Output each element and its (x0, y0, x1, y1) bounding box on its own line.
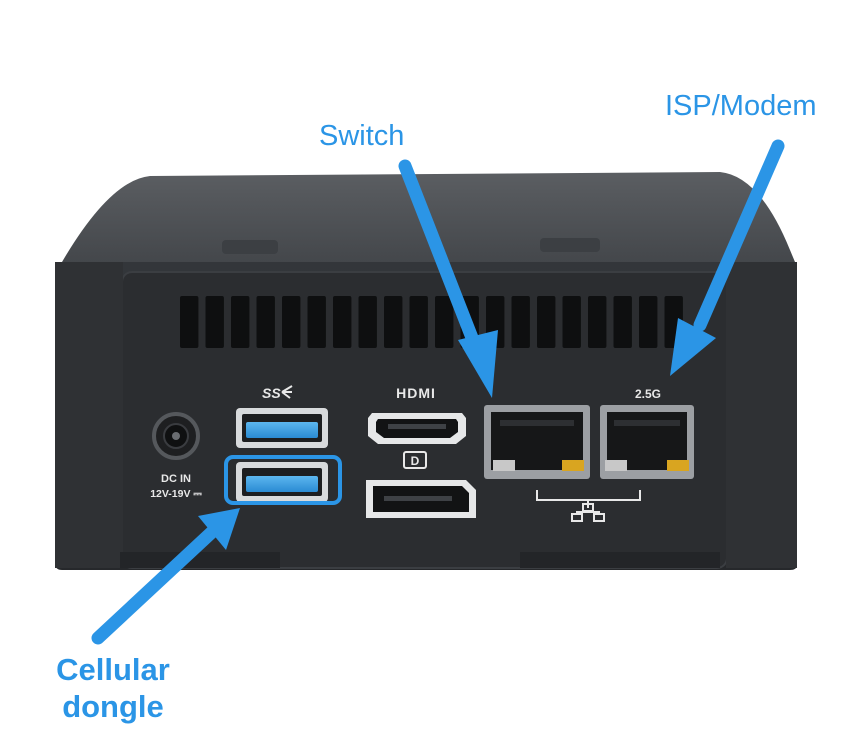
bottom-foot-right (520, 552, 720, 568)
top-bump-right (540, 238, 600, 252)
svg-text:D: D (411, 454, 420, 468)
vent-slot (307, 296, 326, 348)
vent-slot (180, 296, 199, 348)
vent-slot (562, 296, 581, 348)
vent-slot (231, 296, 250, 348)
vent-slot (333, 296, 352, 348)
right-side (726, 262, 797, 568)
displayport-logo: D (403, 451, 427, 469)
vent-slot (639, 296, 658, 348)
bottom-foot-left (120, 552, 280, 568)
vent-slot (613, 296, 632, 348)
hdmi-port (368, 413, 466, 444)
vent-slot (435, 296, 454, 348)
top-bump-left (222, 240, 278, 254)
vent-slot (409, 296, 428, 348)
vent-slot (511, 296, 530, 348)
isp-modem-annotation: ISP/Modem (665, 90, 817, 122)
vent-slot (358, 296, 377, 348)
isp-modem-arrow (670, 139, 785, 376)
cellular-annotation-line1: Cellular (56, 652, 170, 687)
left-side (55, 262, 123, 568)
vent-slot (282, 296, 301, 348)
hdmi-logo: HDMI (396, 385, 436, 401)
dc-voltage-label: 12V-19V ⎓ (150, 488, 202, 500)
network-icon (536, 490, 641, 522)
vent-slot (384, 296, 403, 348)
usb-port-top (236, 408, 328, 448)
displayport-port (366, 480, 476, 518)
cellular-annotation-line2: dongle (62, 688, 164, 724)
vent-slot (537, 296, 556, 348)
vent-slot (588, 296, 607, 348)
usb-logo: SS (262, 385, 281, 401)
usb-port-bottom (236, 462, 328, 502)
vent-slot (256, 296, 275, 348)
switch-arrow (398, 159, 498, 398)
ethernet-port-right (600, 405, 694, 479)
dc-power-jack: DC IN 12V-19V ⎓ (150, 412, 202, 500)
cellular-dongle-arrow (91, 508, 240, 645)
switch-annotation: Switch (319, 120, 405, 152)
cellular-dongle-annotation: Cellular dongle (28, 652, 198, 725)
ethernet-port-left (484, 405, 590, 479)
dc-in-label: DC IN (161, 473, 191, 485)
lan-speed-label: 2.5G (635, 387, 661, 401)
vent-slot (205, 296, 224, 348)
usb-highlight-box (224, 455, 342, 505)
usb-trident-icon (281, 385, 293, 399)
